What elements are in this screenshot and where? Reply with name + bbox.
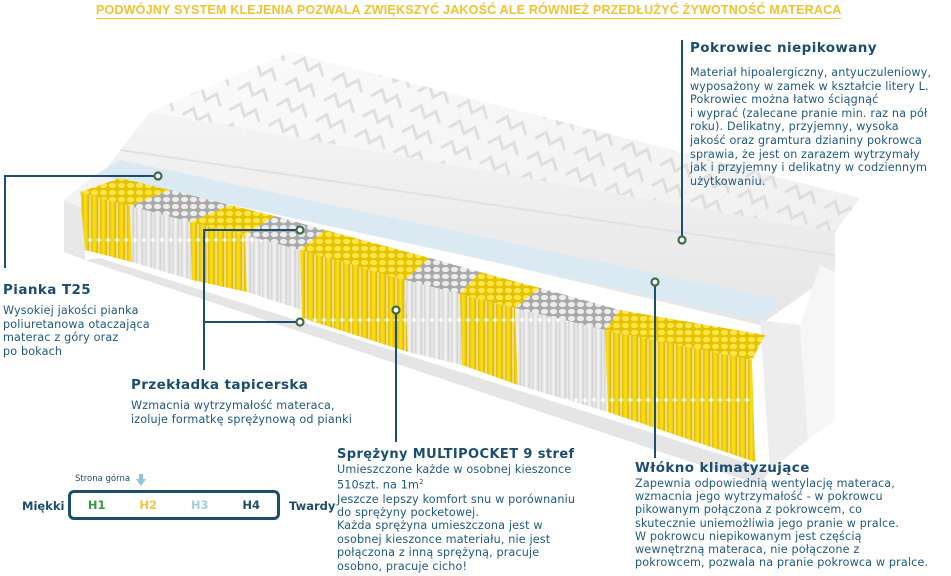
cover-description: Materiał hipoalergiczny, antyuczuleniowy… — [690, 66, 932, 188]
padding-callout: Przekładka tapicerska Wzmacnia wytrzymał… — [131, 377, 381, 426]
padding-title: Przekładka tapicerska — [131, 377, 309, 393]
springs-density-sup: 2 — [419, 478, 424, 487]
cover-title: Pokrowiec niepikowany — [690, 40, 878, 56]
springs-line1: Umieszczone każde w osobnej kieszonce — [337, 463, 572, 476]
callout-dot-fibre — [650, 277, 660, 287]
firmness-scale: Strona górna Miękki H1 H2 H3 H4 Twardy — [0, 470, 340, 530]
firmness-levels: H1 H2 H3 H4 — [68, 490, 280, 520]
fibre-description: Zapewnia odpowiednią wentylację materaca… — [635, 477, 929, 570]
banner-heading: Podwójny system klejenia pozwala zwiększ… — [96, 3, 842, 19]
level-h2: H2 — [139, 498, 158, 512]
springs-callout: Sprężyny MULTIPOCKET 9 stref Umieszczone… — [337, 447, 607, 573]
foam-title: Pianka T25 — [3, 282, 92, 298]
callout-dot-padding-top — [295, 225, 305, 235]
callout-dot-foam — [153, 171, 163, 181]
level-h1: H1 — [87, 498, 106, 512]
callout-dot-padding-bottom — [295, 317, 305, 327]
soft-label: Miękki — [22, 499, 65, 513]
level-h3: H3 — [190, 498, 209, 512]
fibre-title: Włókno klimatyzujące — [635, 460, 810, 476]
springs-density-value: 510szt. na 1m — [337, 479, 420, 493]
springs-density: 510szt. na 1m2 — [337, 476, 607, 492]
callout-dot-cover — [677, 235, 687, 245]
hard-label: Twardy — [289, 499, 336, 513]
callout-dot-springs — [391, 305, 401, 315]
padding-description: Wzmacnia wytrzymałość materaca, izoluje … — [131, 399, 353, 426]
cover-callout: Pokrowiec niepikowany Materiał hipoalerg… — [690, 40, 951, 188]
arrow-down-icon — [136, 474, 146, 486]
springs-description: Jeszcze lepszy komfort snu w porównaniu … — [337, 492, 576, 573]
top-side-label: Strona górna — [75, 474, 131, 484]
foam-callout: Pianka T25 Wysokiej jakości pianka poliu… — [3, 282, 193, 358]
foam-description: Wysokiej jakości pianka poliuretanowa ot… — [3, 304, 150, 358]
springs-title: Sprężyny MULTIPOCKET 9 stref — [337, 447, 575, 462]
fibre-callout: Włókno klimatyzujące Zapewnia odpowiedni… — [635, 460, 951, 569]
level-h4: H4 — [242, 498, 261, 512]
